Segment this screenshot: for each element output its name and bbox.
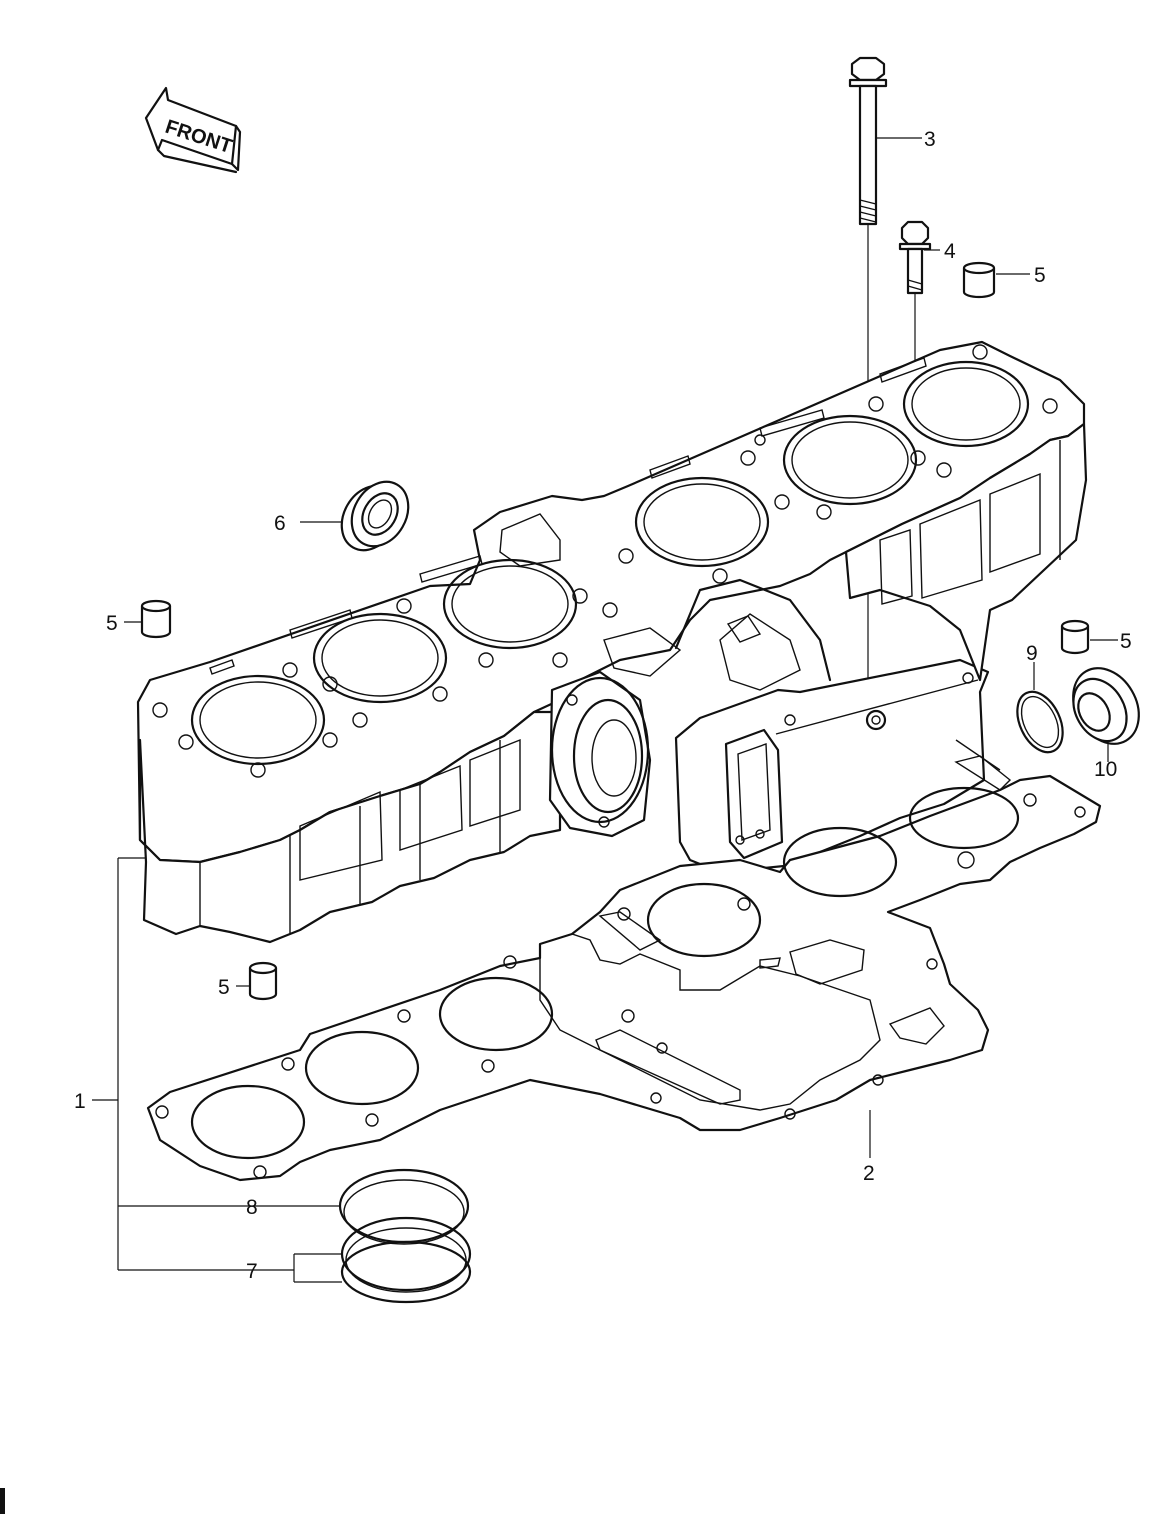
oil-seal <box>340 480 410 552</box>
callout-5-top: 5 <box>1034 264 1046 287</box>
cylinder-block <box>136 340 1088 944</box>
leader-lines <box>92 137 1118 1283</box>
callout-3: 3 <box>924 128 936 151</box>
callout-8: 8 <box>246 1196 258 1219</box>
callout-2: 2 <box>863 1162 875 1185</box>
base-gasket <box>146 774 1102 1182</box>
callout-6: 6 <box>274 512 286 535</box>
callout-10: 10 <box>1094 758 1117 781</box>
callout-5-bottom: 5 <box>218 976 230 999</box>
callout-4: 4 <box>944 240 956 263</box>
front-arrow-icon: FRONT <box>144 86 242 174</box>
edge-mark <box>0 1488 5 1514</box>
plug-10 <box>1072 667 1140 745</box>
callout-5-left: 5 <box>106 612 118 635</box>
callout-5-right: 5 <box>1120 630 1132 653</box>
callout-9: 9 <box>1026 642 1038 665</box>
dowel-pin-top <box>962 261 996 299</box>
o-ring-7 <box>340 1216 472 1304</box>
callout-7: 7 <box>246 1260 258 1283</box>
dowel-pin-right <box>1060 619 1090 655</box>
callout-1: 1 <box>74 1090 86 1113</box>
long-bolt <box>848 56 888 720</box>
dowel-pin-bottom <box>248 961 278 1001</box>
o-ring-8 <box>338 1168 470 1245</box>
dowel-pin-left <box>140 599 172 639</box>
o-ring-9 <box>1016 690 1064 754</box>
